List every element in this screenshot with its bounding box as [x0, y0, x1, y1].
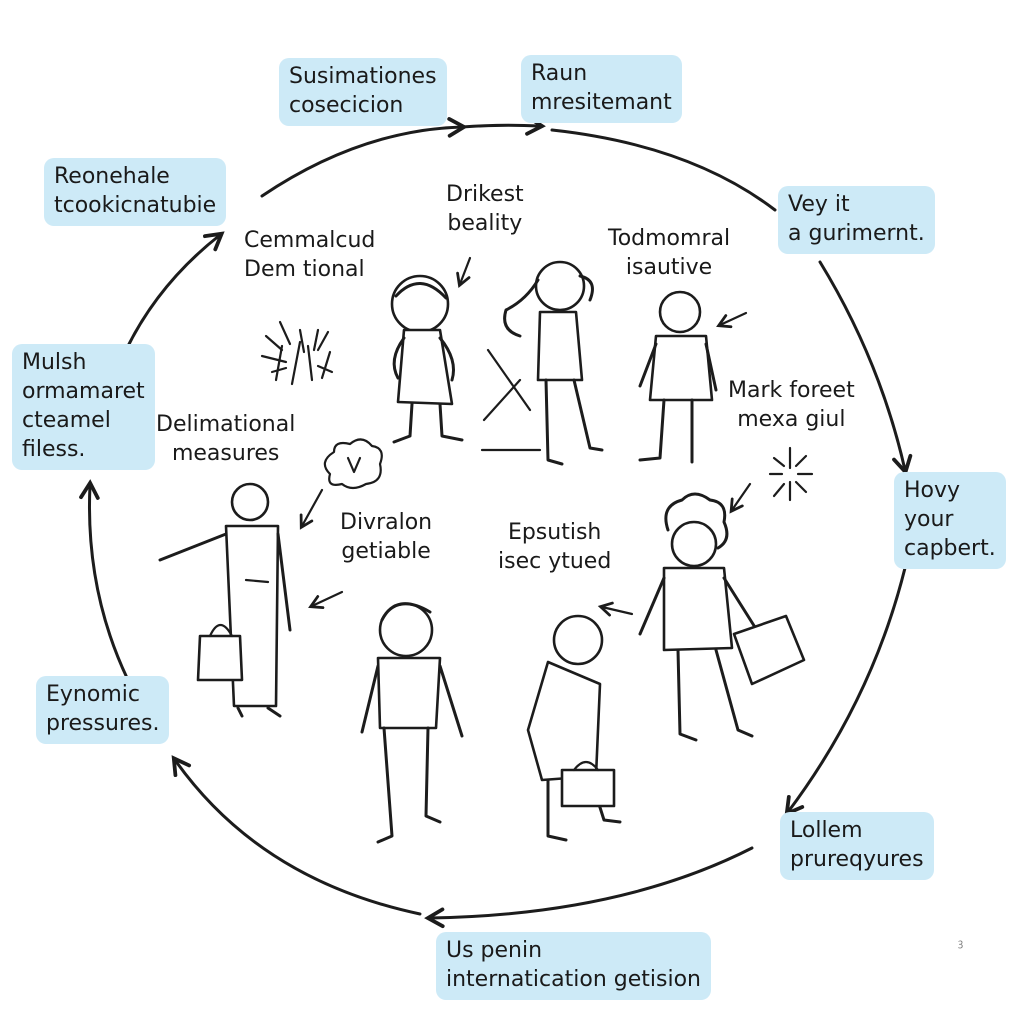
pointer-arrows	[299, 256, 752, 617]
cycle-label-right: Hovy your capbert.	[894, 472, 1006, 569]
inner-label-cemmalcud: Cemmalcud Dem tional	[244, 228, 376, 282]
pointer-arrow-icon	[308, 590, 344, 610]
cycle-label-lower-left: Eynomic pressures.	[36, 676, 170, 744]
pointer-arrow-icon	[729, 482, 752, 514]
sparkle-icon	[768, 446, 814, 502]
cycle-label-lower-right: Lollem prureqyures	[780, 812, 934, 880]
cycle-label-top-right: Raun mresitemant	[521, 55, 682, 123]
cycle-label-left: Mulsh ormamaret cteamel filess.	[12, 344, 155, 470]
corner-mark: ꝫ	[958, 938, 963, 949]
pointer-arrow-icon	[299, 488, 324, 530]
inner-label-epsutish: Epsutish isec ytued	[498, 520, 612, 574]
cycle-arrow-icon	[79, 479, 130, 682]
cycle-arrow-icon	[784, 566, 907, 817]
pointer-arrow-icon	[456, 256, 472, 289]
inner-label-todmomral: Todmomral isautive	[608, 226, 731, 280]
inner-label-divralon: Divralon getiable	[340, 510, 433, 564]
cycle-arrow-icon	[424, 846, 754, 929]
inner-label-mark-foreet: Mark foreet mexa giul	[728, 378, 855, 432]
cycle-arrow-icon	[818, 260, 913, 476]
thought-cloud-icon	[323, 438, 383, 490]
cycle-arrow-icon	[171, 755, 422, 916]
cycle-arrow-icon	[460, 115, 546, 136]
inner-label-delimational: Delimational measures	[156, 412, 296, 466]
cycle-arrow-icon	[550, 128, 777, 212]
cycle-label-upper-left: Reonehale tcookicnatubie	[44, 158, 227, 226]
cycle-arrows	[79, 115, 913, 929]
pointer-arrow-icon	[597, 601, 634, 617]
inner-label-drikest: Drikest beality	[446, 182, 524, 236]
cycle-label-bottom: Us penin internatication getision	[436, 932, 711, 1000]
person-figure-icon	[158, 260, 806, 844]
cycle-label-right-upper: Vey it a gurimernt.	[778, 186, 935, 254]
pointer-arrow-icon	[716, 311, 748, 329]
cycle-arrow-icon	[260, 117, 468, 198]
cycle-label-top-left: Susimationes cosecicion	[279, 58, 447, 126]
burst-icon	[260, 320, 334, 386]
